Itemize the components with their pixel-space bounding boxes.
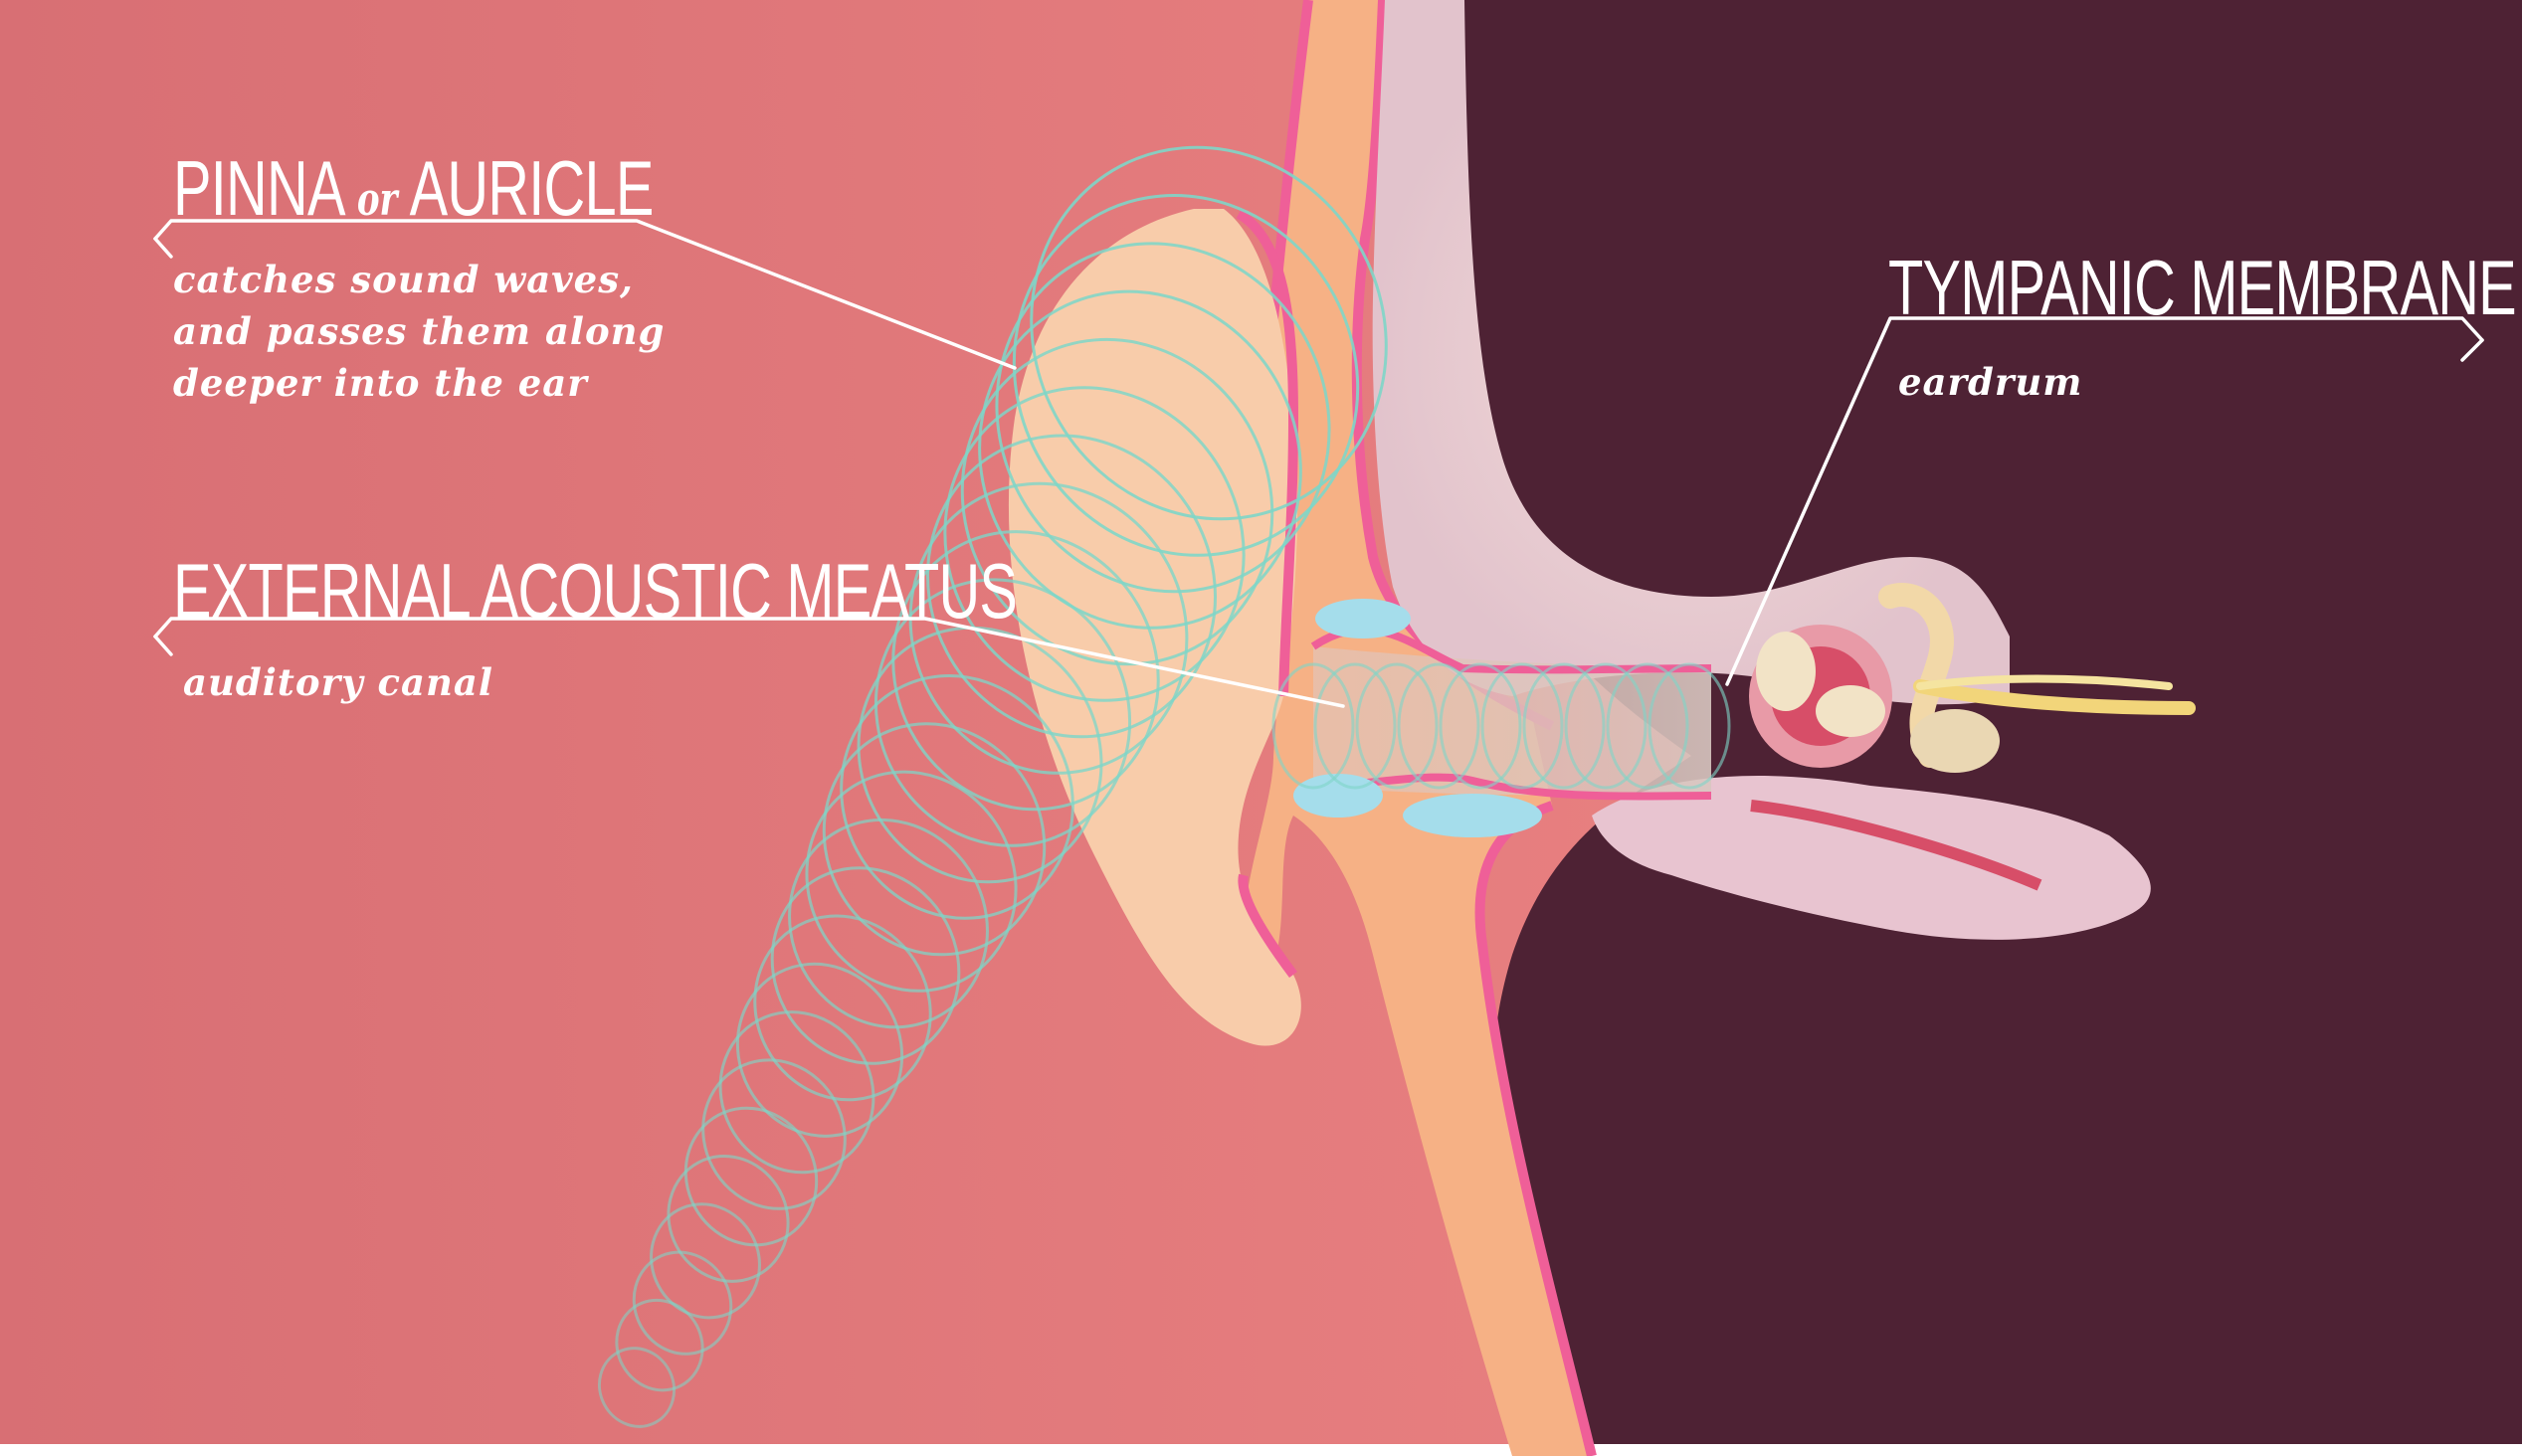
- pinna-title-main: PINNA: [173, 144, 342, 232]
- sound-wave-ring: [840, 674, 1074, 920]
- cartilage-lower-1: [1293, 774, 1383, 818]
- pinna-title: PINNA or AURICLE: [173, 149, 654, 227]
- canal-wave-ring: [1564, 662, 1648, 790]
- sound-wave-ring: [718, 1010, 875, 1175]
- pinna-leader-hook: [153, 237, 173, 259]
- sound-wave-ring: [891, 530, 1160, 812]
- pinna-description-line: and passes them along: [173, 309, 666, 353]
- eam-leader-line: [153, 617, 1345, 708]
- canal-wave-ring: [1397, 662, 1480, 790]
- temporal-bone-lower: [1592, 776, 2151, 940]
- canal-wave-ring: [1480, 662, 1564, 790]
- middle-ear: [1749, 583, 2196, 891]
- canal-wave-ring: [1313, 662, 1397, 790]
- pinna-title-conjunction: or: [356, 172, 398, 226]
- ear-canal: [1313, 646, 1711, 796]
- sound-wave-ring: [770, 866, 961, 1065]
- sound-wave-coils: [597, 145, 1731, 1428]
- sound-wave-ring: [908, 481, 1189, 775]
- pinna-description-line: deeper into the ear: [173, 361, 588, 405]
- tympanic-description: eardrum: [1898, 360, 2083, 404]
- leader-lines: [153, 219, 2484, 708]
- sound-wave-ring: [995, 242, 1331, 594]
- cartilage-upper: [1315, 599, 1411, 638]
- bottom-strip: [0, 1444, 2522, 1456]
- sound-wave-ring: [683, 1106, 819, 1247]
- sound-wave-ring: [873, 578, 1132, 847]
- sound-wave-ring: [1012, 194, 1360, 557]
- sound-wave-ring: [753, 914, 932, 1102]
- sound-wave-ring: [788, 818, 989, 1029]
- pinna-leader-line: [153, 219, 1017, 370]
- canal-wave-ring: [1648, 662, 1731, 790]
- tympanic-leader-hook: [2460, 338, 2484, 362]
- eam-description: auditory canal: [183, 660, 493, 704]
- canal-wave-ring: [1439, 662, 1522, 790]
- sound-wave-ring: [615, 1298, 704, 1392]
- sound-wave-ring: [1030, 145, 1388, 521]
- pinna-description: catches sound waves, and passes them alo…: [173, 254, 665, 409]
- eam-leader-hook: [153, 635, 173, 656]
- inner-skin-outline-bottom: [1474, 801, 1597, 1456]
- lobe-outline: [1238, 873, 1298, 978]
- sound-wave-ring: [978, 289, 1302, 630]
- canal-wave-ring: [1606, 662, 1689, 790]
- sound-wave-ring: [925, 434, 1218, 739]
- temporal-bone-upper: [1372, 0, 2010, 705]
- canal-wave-ring: [1522, 662, 1606, 790]
- eam-title: EXTERNAL ACOUSTIC MEATUS: [173, 547, 1018, 635]
- pinna-description-line: catches sound waves,: [173, 258, 634, 301]
- pinna-title-alt: AURICLE: [409, 144, 655, 232]
- sound-wave-ring: [667, 1154, 790, 1283]
- tympanic-leader-line: [1725, 316, 2484, 686]
- sound-wave-ring: [805, 770, 1018, 993]
- tympanic-title: TYMPANIC MEMBRANE: [1888, 244, 2517, 331]
- cartilage-lower-2: [1403, 794, 1542, 837]
- canal-wave-ring: [1355, 662, 1439, 790]
- sound-wave-ring: [735, 962, 904, 1138]
- sound-wave-ring: [701, 1058, 847, 1210]
- sound-wave-ring: [960, 337, 1274, 666]
- canal-wave-ring: [1271, 662, 1355, 790]
- sound-wave-ring: [650, 1202, 761, 1320]
